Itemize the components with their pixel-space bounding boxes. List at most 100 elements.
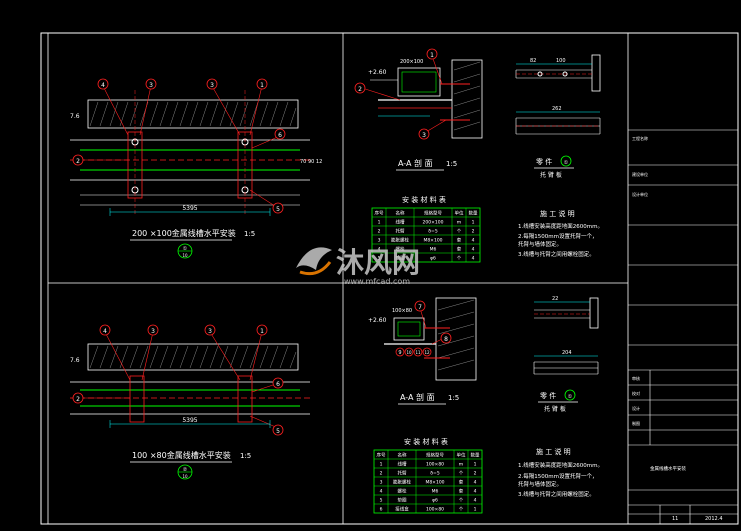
table-header-cell: 数量 xyxy=(471,452,480,459)
table-header-cell: 规格型号 xyxy=(424,210,442,217)
callout-circle xyxy=(404,347,414,357)
table-cell: 1 xyxy=(474,462,477,468)
tb-row: 工程名称 xyxy=(632,135,648,141)
table-cell: 1 xyxy=(378,220,381,226)
table-cell: 个 xyxy=(459,498,464,504)
part-top-number: ① xyxy=(564,160,569,166)
part-top-dim-3: 262 xyxy=(552,106,562,112)
callout-label: 1 xyxy=(430,52,434,59)
table-cell: 4 xyxy=(472,238,475,244)
table-cell: 个 xyxy=(457,229,462,235)
title-block: 工程名称 建设单位 设计单位 审核 校对 设计 制图 金属线槽水平安装 11 2… xyxy=(628,129,738,524)
plan-bottom-callouts: 4 3 3 1 2 6 5 xyxy=(72,324,284,436)
table-cell: M6 xyxy=(430,247,437,253)
callout-circle xyxy=(206,78,218,90)
plan-top-dim: 5395 xyxy=(182,205,197,212)
callout-label: 11 xyxy=(415,350,421,355)
plan-bottom-left-tag: 7.6 xyxy=(70,357,80,364)
callout-label: 3 xyxy=(422,132,426,139)
callout-circle xyxy=(422,347,432,357)
tb-row: 设计单位 xyxy=(632,191,648,197)
table-cell: δ=5 xyxy=(430,471,440,477)
table-cell: 2 xyxy=(472,229,475,235)
table-cell: 个 xyxy=(459,507,464,513)
callout-circle xyxy=(272,377,284,389)
part-top-subtitle: 托 臂 板 xyxy=(540,171,562,179)
notes-bottom-item: 托臂与墙体固定。 xyxy=(518,480,562,488)
callout-label: 1 xyxy=(260,82,264,89)
table-cell: M8×100 xyxy=(423,238,442,244)
table-cell: 4 xyxy=(474,480,477,486)
part-bottom-subtitle: 托 臂 板 xyxy=(544,405,566,413)
callout-label: 4 xyxy=(101,82,105,89)
section-bottom-scale: 1:5 xyxy=(448,394,459,402)
callout-label: 3 xyxy=(149,82,153,89)
plan-top-scale: 1:5 xyxy=(244,230,255,238)
plan-top-title-group: 200 ×100金属线槽水平安装 1:5 ① 10 xyxy=(130,228,255,259)
plan-bottom-dim: 5395 xyxy=(182,417,197,424)
section-top-scale: 1:5 xyxy=(446,160,457,168)
table-header-cell: 单位 xyxy=(455,210,464,217)
callout-label: 2 xyxy=(76,396,80,403)
part-top-dim-2: 100 xyxy=(556,58,566,64)
notes-bottom-item: 2.每隔1500mm设置托臂一个， xyxy=(518,472,597,480)
callout-label: 2 xyxy=(76,158,80,165)
part-top-title: 零 件 xyxy=(536,157,552,166)
table-cell: 线槽 xyxy=(396,219,405,226)
table-header-cell: 名称 xyxy=(396,210,405,217)
drawing-outer-border xyxy=(40,32,739,525)
table-cell: 套 xyxy=(457,237,462,244)
callout-circle xyxy=(272,202,284,214)
section-top-title: A-A 剖 面 xyxy=(398,158,433,168)
notes-bottom-item: 3.线槽与托臂之间用螺栓固定。 xyxy=(518,490,595,498)
detail-sheet: 10 xyxy=(182,474,188,479)
table-cell: 垫圈 xyxy=(398,497,407,504)
table-cell: 1 xyxy=(472,220,475,226)
detail-sheet: 10 xyxy=(182,253,188,258)
plan-bottom-scale: 1:5 xyxy=(240,452,251,460)
table-header-cell: 序号 xyxy=(375,210,384,217)
callout-label: 6 xyxy=(278,132,282,139)
table-frame xyxy=(373,449,483,514)
callout-circle xyxy=(418,128,430,140)
callout-circle xyxy=(145,78,157,90)
callout-circle xyxy=(256,78,268,90)
table-cell: 3 xyxy=(380,480,383,486)
section-top: +2.60 200×100 1 2 3 A-A 剖 面 1:5 xyxy=(354,48,483,171)
part-bottom: 22 204 零 件 ① 托 臂 板 xyxy=(533,296,599,413)
table-cell: 线槽 xyxy=(398,461,407,468)
table-bottom-title: 安 装 材 料 表 xyxy=(404,437,448,446)
table-cell: 100×80 xyxy=(426,507,444,513)
table-cell: 垫圈 xyxy=(396,255,405,262)
table-cell: m xyxy=(459,463,463,468)
callout-circle xyxy=(272,424,284,436)
callout-label: 12 xyxy=(424,350,430,355)
tb-row: 校对 xyxy=(632,390,640,396)
wall-band-top xyxy=(87,99,299,129)
part-bottom-number: ① xyxy=(568,394,573,400)
table-cell: 4 xyxy=(380,489,383,495)
watermark: 沐风网 www.mfcad.com xyxy=(296,246,420,286)
callout-label: 5 xyxy=(276,428,280,435)
callout-label: 6 xyxy=(276,381,280,388)
callout-circle xyxy=(204,324,216,336)
table-cell: 膨胀螺栓 xyxy=(391,237,409,244)
callout-circle xyxy=(147,324,159,336)
table-cell: 5 xyxy=(378,256,381,262)
callout-circle xyxy=(274,128,286,140)
part-bottom-title: 零 件 xyxy=(540,391,556,400)
tb-row: 制图 xyxy=(632,420,640,426)
section-top-size: 200×100 xyxy=(400,59,423,65)
tb-drawing-name: 金属线槽水平安装 xyxy=(650,465,686,472)
part-top-dim-1: 82 xyxy=(530,58,536,64)
table-cell: 个 xyxy=(459,471,464,477)
detail-number: ① xyxy=(183,246,188,252)
section-bottom-level: +2.60 xyxy=(368,317,387,324)
plan-top: 5395 7.6 70 90 12 xyxy=(70,85,322,216)
table-cell: φ6 xyxy=(430,256,436,262)
callout-label: 3 xyxy=(208,328,212,335)
callout-circle xyxy=(413,347,423,357)
callout-label: 3 xyxy=(151,328,155,335)
tb-sheet: 11 xyxy=(672,516,678,522)
table-header-cell: 数量 xyxy=(469,210,478,217)
